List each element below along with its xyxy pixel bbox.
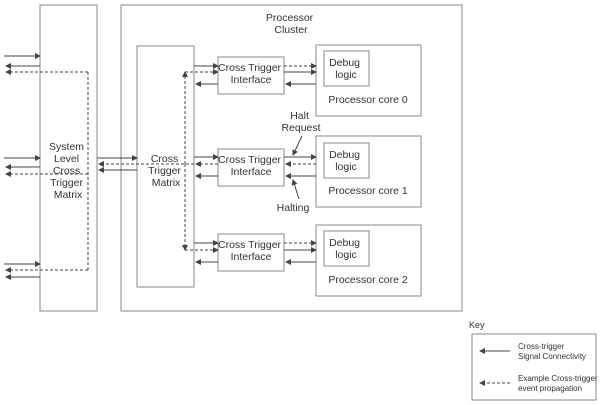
cluster-matrix-label: Cross Trigger Matrix bbox=[148, 153, 184, 189]
cti-label-1: Cross Trigger Interface bbox=[218, 154, 284, 178]
cti-box-1 bbox=[217, 148, 285, 187]
debug-logic-box-0 bbox=[323, 50, 370, 87]
debug-logic-label-0: Debug logic bbox=[329, 57, 363, 81]
key-solid-label: Cross-trigger Signal Connectivity bbox=[518, 342, 586, 361]
cti-label-0: Cross Trigger Interface bbox=[218, 62, 284, 86]
debug-logic-box-1 bbox=[323, 142, 370, 179]
halting-pointer bbox=[291, 179, 300, 200]
key-box bbox=[471, 333, 597, 401]
processor-core-label-1: Processor core 1 bbox=[328, 185, 408, 197]
key-dashed-label: Example Cross-trigger event propagation bbox=[518, 374, 600, 393]
processor-core-label-2: Processor core 2 bbox=[328, 274, 408, 286]
cti-label-2: Cross Trigger Interface bbox=[218, 239, 284, 263]
processor-cluster-label: Processor Cluster bbox=[266, 12, 316, 36]
debug-logic-box-2 bbox=[323, 230, 370, 267]
halt-request-label: Halt Request bbox=[281, 110, 320, 134]
processor-core-label-0: Processor core 0 bbox=[328, 94, 408, 106]
halting-label: Halting bbox=[277, 202, 310, 214]
system-matrix-label: System Level Cross Trigger Matrix bbox=[49, 141, 87, 201]
debug-logic-label-1: Debug logic bbox=[329, 149, 363, 173]
key-title: Key bbox=[469, 320, 485, 330]
cti-box-0 bbox=[217, 56, 285, 95]
debug-logic-label-2: Debug logic bbox=[329, 237, 363, 261]
halt-request-pointer bbox=[292, 135, 303, 156]
